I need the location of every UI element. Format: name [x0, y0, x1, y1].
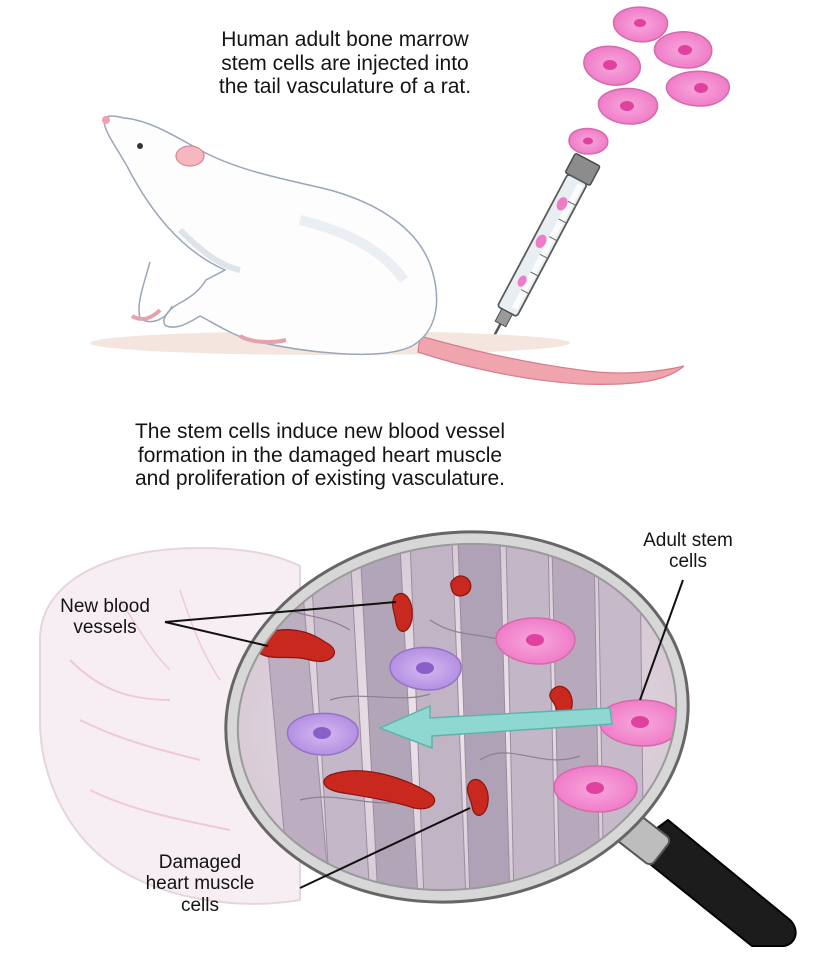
stem-cell [584, 46, 640, 85]
tissue-stem-cell [287, 713, 358, 755]
label-line: Adult stem [588, 530, 788, 551]
stem-cell [654, 32, 711, 68]
new-blood-vessels-label: New blood vessels [0, 596, 210, 639]
magnified-tissue [258, 540, 682, 900]
caption-line: and proliferation of existing vasculatur… [30, 467, 610, 491]
free-stem-cells [569, 7, 729, 154]
damaged-heart-muscle-label: Damaged heart muscle cells [100, 852, 300, 916]
blood-vessel [451, 576, 471, 596]
label-line: Damaged [100, 852, 300, 873]
injection-caption: Human adult bone marrow stem cells are i… [150, 28, 540, 99]
stem-cell [598, 88, 657, 124]
stem-cell [666, 71, 729, 106]
rat-ear [176, 146, 204, 166]
caption-line: the tail vasculature of a rat. [150, 75, 540, 99]
syringe [476, 153, 600, 352]
label-line: cells [100, 895, 300, 916]
tissue-stem-cell [390, 647, 461, 690]
label-line: New blood [0, 596, 210, 617]
stem-cell [614, 7, 668, 42]
caption-line: formation in the damaged heart muscle [30, 444, 610, 468]
label-line: cells [588, 551, 788, 572]
label-line: heart muscle [100, 873, 300, 894]
caption-line: Human adult bone marrow [150, 28, 540, 52]
rat [90, 116, 684, 384]
stem-cell [569, 129, 608, 155]
rat-eye [137, 143, 143, 149]
magnifier-handle [614, 811, 795, 946]
rat-nose [102, 116, 110, 124]
label-line: vessels [0, 617, 210, 638]
caption-line: stem cells are injected into [150, 52, 540, 76]
caption-line: The stem cells induce new blood vessel [30, 420, 610, 444]
effect-caption: The stem cells induce new blood vessel f… [30, 420, 610, 491]
adult-stem-cells-label: Adult stem cells [588, 530, 788, 573]
